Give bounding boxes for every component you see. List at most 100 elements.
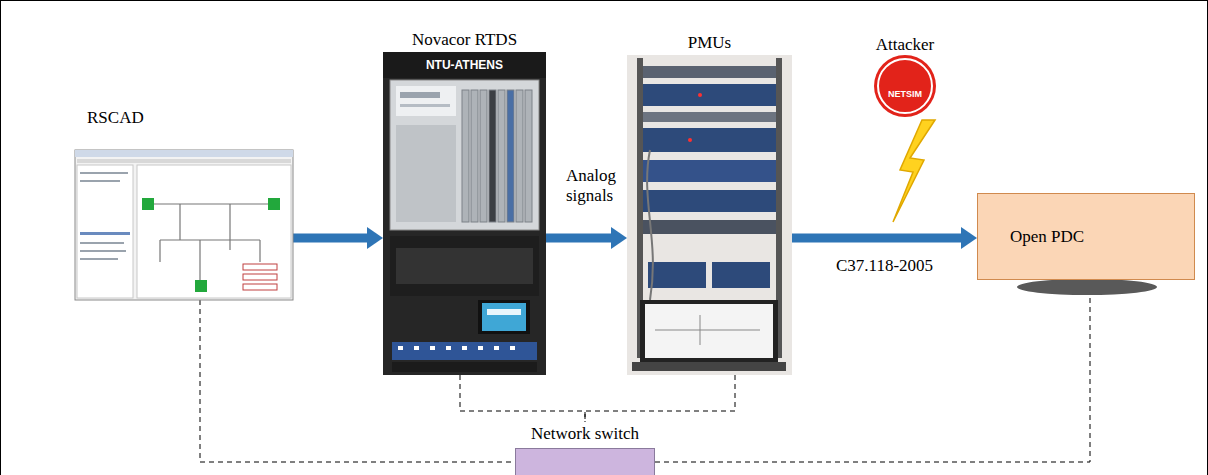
lightning-bolt	[893, 120, 935, 222]
monitor-stand-part	[1017, 279, 1157, 295]
picture-frame	[383, 52, 546, 375]
data-flow-arrow	[293, 234, 367, 243]
rtds-rack-photo	[383, 52, 546, 375]
software-screenshot: RSCAD	[75, 108, 293, 300]
pmu-rack-photo-part	[688, 138, 692, 142]
rtds-rack-photo-part	[383, 52, 546, 78]
rscad-screenshot-part	[77, 159, 291, 163]
rtds-rack-photo-part	[487, 309, 521, 315]
rscad-screenshot-part	[75, 150, 293, 157]
rscad-screenshot-part	[80, 242, 124, 244]
pmu-rack-photo-part	[643, 160, 776, 182]
rtds-rack-photo-part	[400, 104, 450, 107]
pmu-rack-photo-part	[655, 315, 760, 345]
node-heading: Attacker	[860, 35, 950, 55]
rtds-rack-photo-part	[510, 346, 515, 350]
attacker-logo-frame: Attacker	[860, 35, 950, 119]
picture-frame	[627, 55, 792, 375]
rtds-rack-photo-part	[480, 90, 487, 222]
rtds-rack-photo-part	[396, 248, 533, 284]
rscad-screenshot-part	[80, 250, 126, 252]
pmu-rack-photo-part	[643, 190, 776, 212]
monitor-stand	[1017, 279, 1157, 295]
rscad-screenshot-part	[75, 150, 293, 300]
rtds-rack-photo-part	[516, 90, 523, 222]
rscad-screenshot-part	[80, 258, 118, 260]
pmu-rack-photo-part	[712, 262, 770, 288]
edge-label: C37.118-2005	[810, 256, 960, 276]
rtds-rack-photo-part	[471, 90, 478, 222]
network-link	[460, 375, 585, 422]
rtds-rack-photo-part	[446, 346, 451, 350]
picture-frame	[75, 150, 293, 300]
rtds-rack-photo-part	[525, 90, 532, 222]
pmu-rack-photo-part	[647, 150, 653, 300]
data-flow-arrow	[792, 234, 961, 243]
rscad-screenshot-part	[150, 204, 275, 284]
rtds-rack-photo-part	[489, 90, 496, 222]
pdc-box: Open PDC	[977, 193, 1195, 280]
pmu-rack-photo-part	[632, 362, 786, 371]
rtds-rack-photo-part	[398, 346, 403, 350]
data-flow-arrow	[546, 234, 611, 243]
rtds-rack-photo-part	[383, 52, 546, 375]
rscad-screenshot-part	[77, 165, 133, 298]
pmu-rack-photo-part	[648, 262, 706, 288]
node-heading: Novacor RTDS	[383, 30, 546, 50]
rscad-screenshot-part	[142, 198, 154, 210]
attacker-logo-part	[878, 59, 932, 113]
lightning-bolt-part	[893, 120, 935, 222]
picture-frame	[860, 55, 950, 119]
node-heading: RSCAD	[75, 108, 293, 128]
rscad-screenshot-part	[80, 232, 130, 235]
rscad-screenshot-part	[243, 284, 277, 290]
logo-text: NETSIM	[875, 89, 935, 100]
rtds-rack-photo-part	[482, 303, 526, 331]
rack-nameplate: NTU-ATHENS	[383, 57, 546, 73]
rscad-screenshot-part	[243, 274, 277, 280]
rscad-screenshot-part	[195, 280, 207, 292]
switch-box	[515, 448, 655, 475]
node-heading: PMUs	[627, 33, 792, 53]
rtds-rack-photo-part	[396, 125, 456, 222]
pmu-rack-photo-part	[643, 66, 776, 78]
pmu-rack-photo-part	[643, 220, 776, 234]
rtds-rack-photo-part	[392, 362, 537, 372]
rtds-rack-photo-part	[396, 86, 456, 116]
rtds-rack-photo-part	[498, 90, 505, 222]
rtds-rack-photo-part	[392, 342, 537, 360]
rtds-rack-photo-part	[494, 346, 499, 350]
rscad-screenshot-part	[268, 198, 280, 210]
rscad-screenshot-part	[243, 264, 277, 270]
rtds-rack-photo-part	[390, 80, 539, 230]
rscad-screenshot-part	[80, 180, 120, 182]
edge-label: Analog signals	[566, 166, 624, 206]
attacker-logo-part	[874, 55, 936, 117]
pmu-rack: PMUs	[627, 33, 792, 375]
network-link	[585, 375, 735, 422]
rtds-rack-photo-part	[478, 300, 530, 334]
pmu-rack-photo-part	[698, 93, 702, 97]
rscad-screenshot-part	[80, 172, 128, 174]
network-switch: Network switch	[515, 424, 655, 475]
simulator-rack: Novacor RTDS	[383, 30, 546, 375]
rtds-rack-photo-part	[414, 346, 419, 350]
rscad-screenshot	[75, 150, 293, 300]
pmu-rack-photo-part	[640, 300, 778, 362]
node-label: Open PDC	[1010, 227, 1084, 247]
rscad-screenshot-part	[137, 165, 291, 298]
rtds-rack-photo-part	[430, 346, 435, 350]
node-heading: Network switch	[515, 424, 655, 444]
rtds-rack-photo-part	[478, 346, 483, 350]
rtds-rack-photo-part	[507, 90, 514, 222]
rtds-rack-photo-part	[400, 92, 440, 98]
pmu-rack-photo-part	[627, 55, 792, 375]
pmu-rack-photo-part	[643, 112, 776, 122]
pmu-rack-photo-part	[643, 84, 776, 106]
pmu-rack-photo-part	[645, 304, 773, 358]
pmu-rack-photo-part	[643, 128, 776, 152]
rtds-rack-photo-part	[462, 90, 469, 222]
rtds-rack-photo-part	[390, 236, 539, 296]
